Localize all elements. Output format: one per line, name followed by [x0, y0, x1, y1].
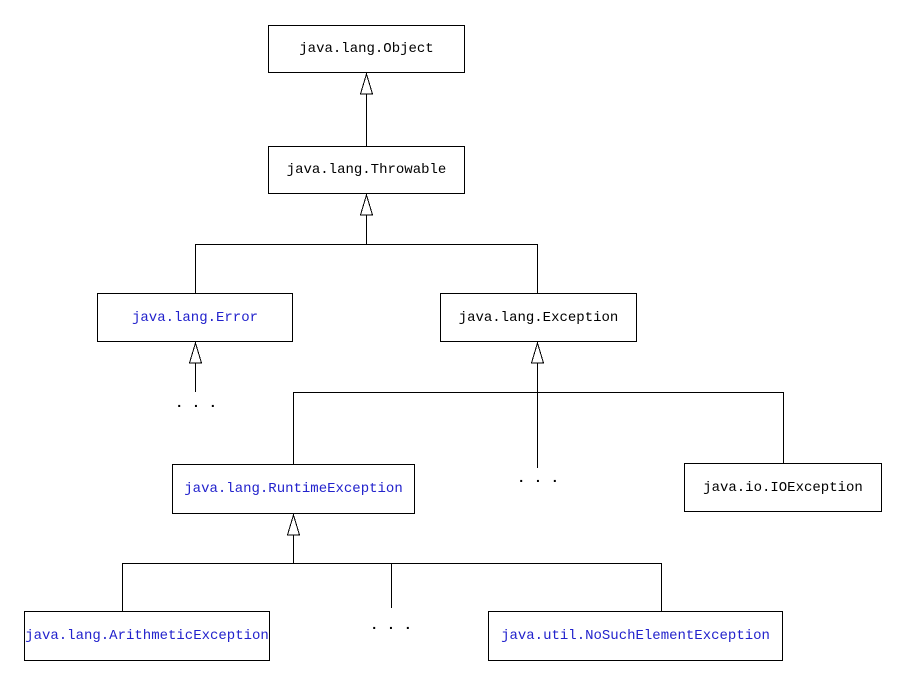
ellipsis-runtimeexception-subclasses: . . .	[369, 618, 413, 634]
inheritance-arrowhead-icon	[188, 341, 203, 364]
inheritance-arrowhead-icon	[530, 341, 545, 364]
inheritance-arrowhead-icon	[359, 193, 374, 216]
class-box-java-lang-error[interactable]: java.lang.Error	[97, 293, 293, 342]
class-box-java-lang-object: java.lang.Object	[268, 25, 465, 73]
class-box-java-lang-throwable: java.lang.Throwable	[268, 146, 465, 194]
inheritance-arrowhead-icon	[359, 72, 374, 95]
inheritance-arrowhead-icon	[286, 513, 301, 536]
class-box-java-util-nosuchelementexception[interactable]: java.util.NoSuchElementException	[488, 611, 783, 661]
class-box-java-io-ioexception: java.io.IOException	[684, 463, 882, 512]
ellipsis-exception-subclasses: . . .	[516, 471, 560, 487]
class-box-java-lang-runtimeexception[interactable]: java.lang.RuntimeException	[172, 464, 415, 514]
class-box-java-lang-arithmeticexception[interactable]: java.lang.ArithmeticException	[24, 611, 270, 661]
class-box-java-lang-exception: java.lang.Exception	[440, 293, 637, 342]
ellipsis-error-subclasses: . . .	[174, 396, 218, 412]
